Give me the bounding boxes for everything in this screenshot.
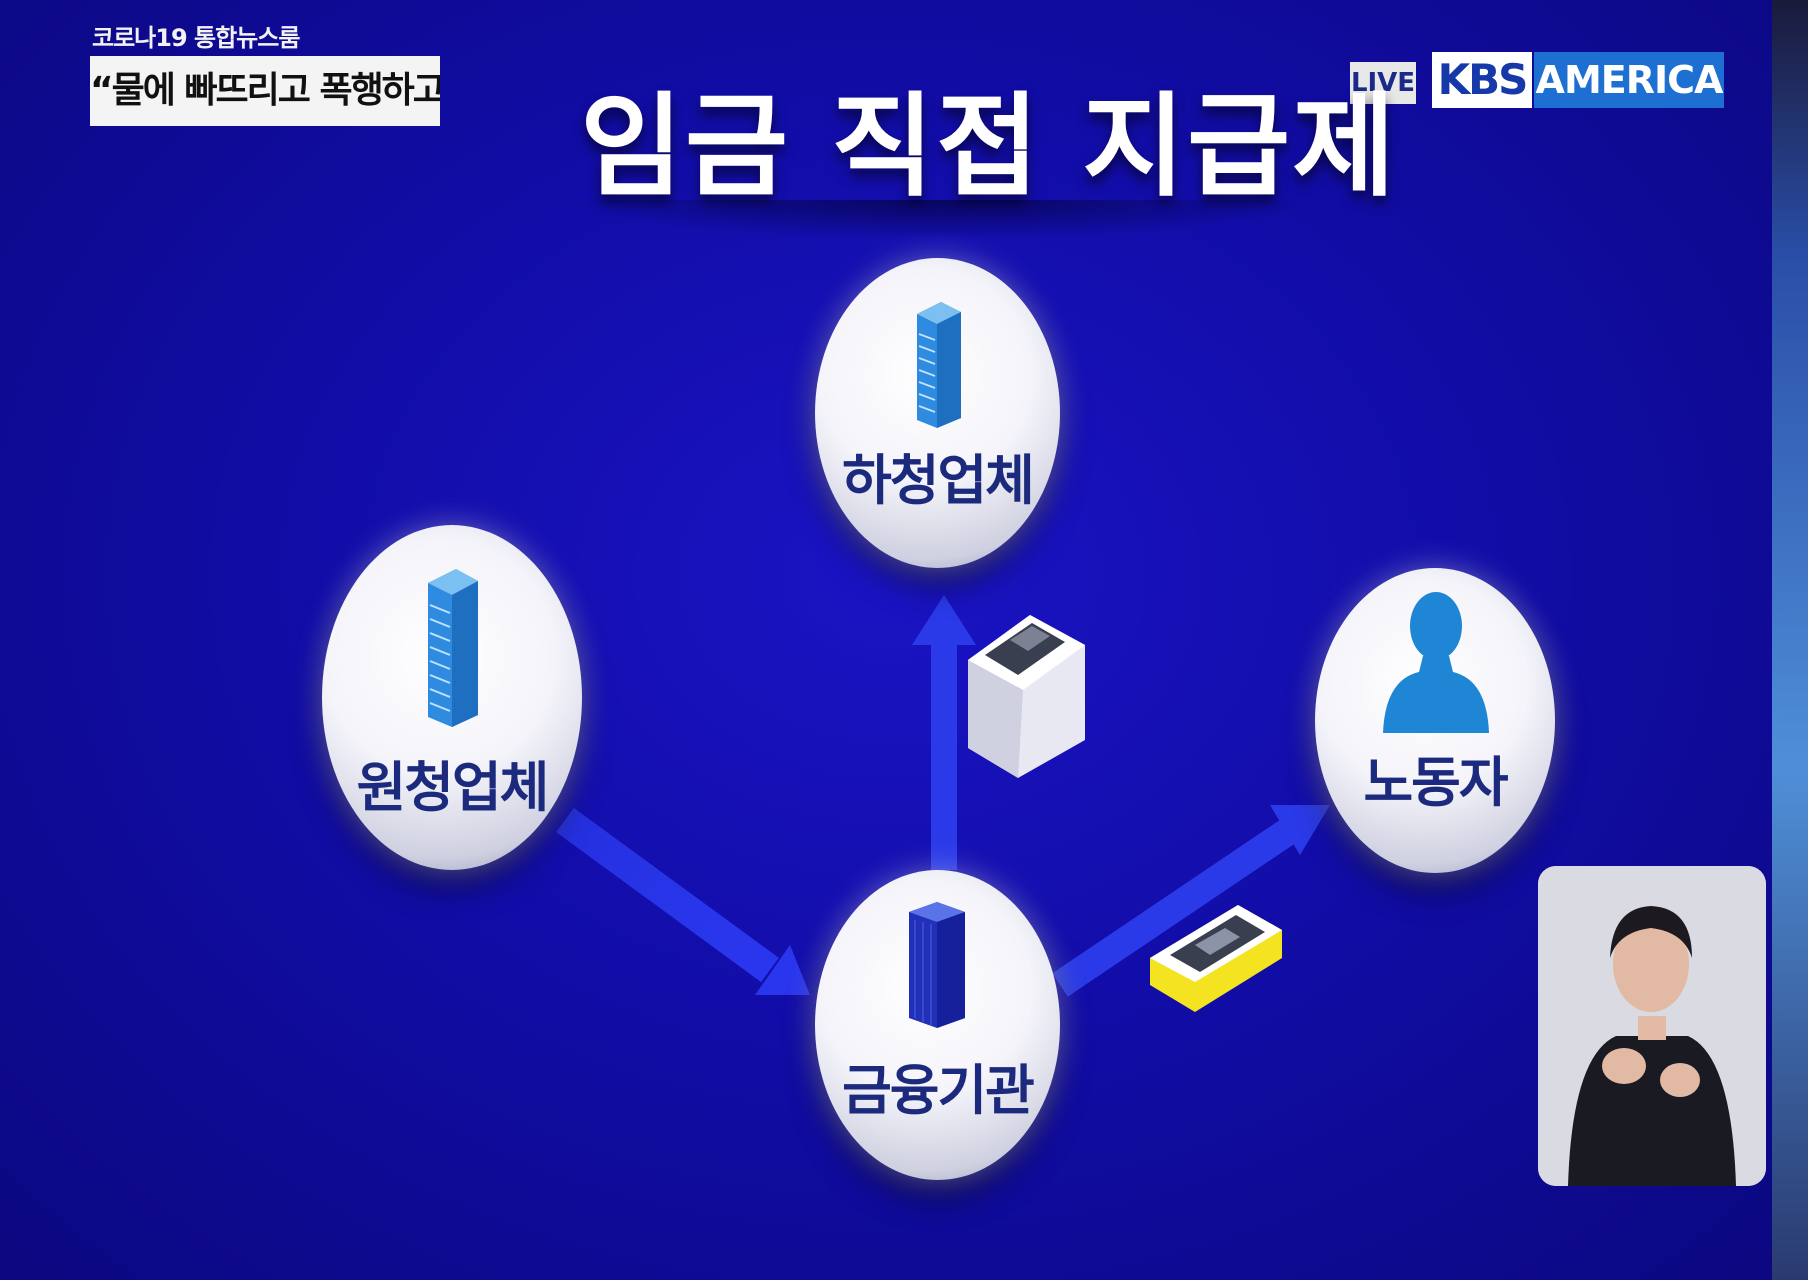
program-tag: 코로나19 통합뉴스룸: [92, 24, 300, 52]
network-region-logo: AMERICA: [1534, 52, 1724, 108]
building-icon: [428, 569, 478, 727]
graphic-title: 임금 직접 지급제: [580, 82, 1398, 212]
building-icon: [917, 302, 961, 428]
arrow-bank-to-worker: [1052, 805, 1330, 997]
interpreter-figure: [1538, 866, 1766, 1186]
sign-language-interpreter: [1538, 866, 1766, 1186]
news-headline: “물에 빠뜨리고 폭행하고”: [90, 56, 440, 126]
arrow-prime-to-bank: [556, 807, 810, 995]
person-icon: [1383, 592, 1489, 733]
node-subcontractor: 하청업체: [815, 258, 1060, 568]
node-prime-contractor: 원청업체: [322, 525, 582, 870]
node-worker: 노동자: [1315, 568, 1555, 873]
label-financial-institution: 금융기관: [842, 1059, 1035, 1122]
bank-building-icon: [909, 902, 965, 1028]
label-subcontractor: 하청업체: [842, 449, 1035, 512]
title-shadow: [560, 200, 1320, 240]
cash-bundle-icon: [1150, 905, 1282, 1012]
screen-edge: [1772, 0, 1808, 1280]
network-logo: KBS: [1432, 52, 1532, 108]
label-worker: 노동자: [1363, 751, 1508, 814]
cash-stack-icon: [968, 615, 1085, 778]
label-prime-contractor: 원청업체: [356, 756, 550, 819]
arrow-bank-to-subcontractor: [912, 595, 976, 870]
node-financial-institution: 금융기관: [815, 870, 1060, 1180]
live-badge: LIVE: [1350, 62, 1416, 104]
